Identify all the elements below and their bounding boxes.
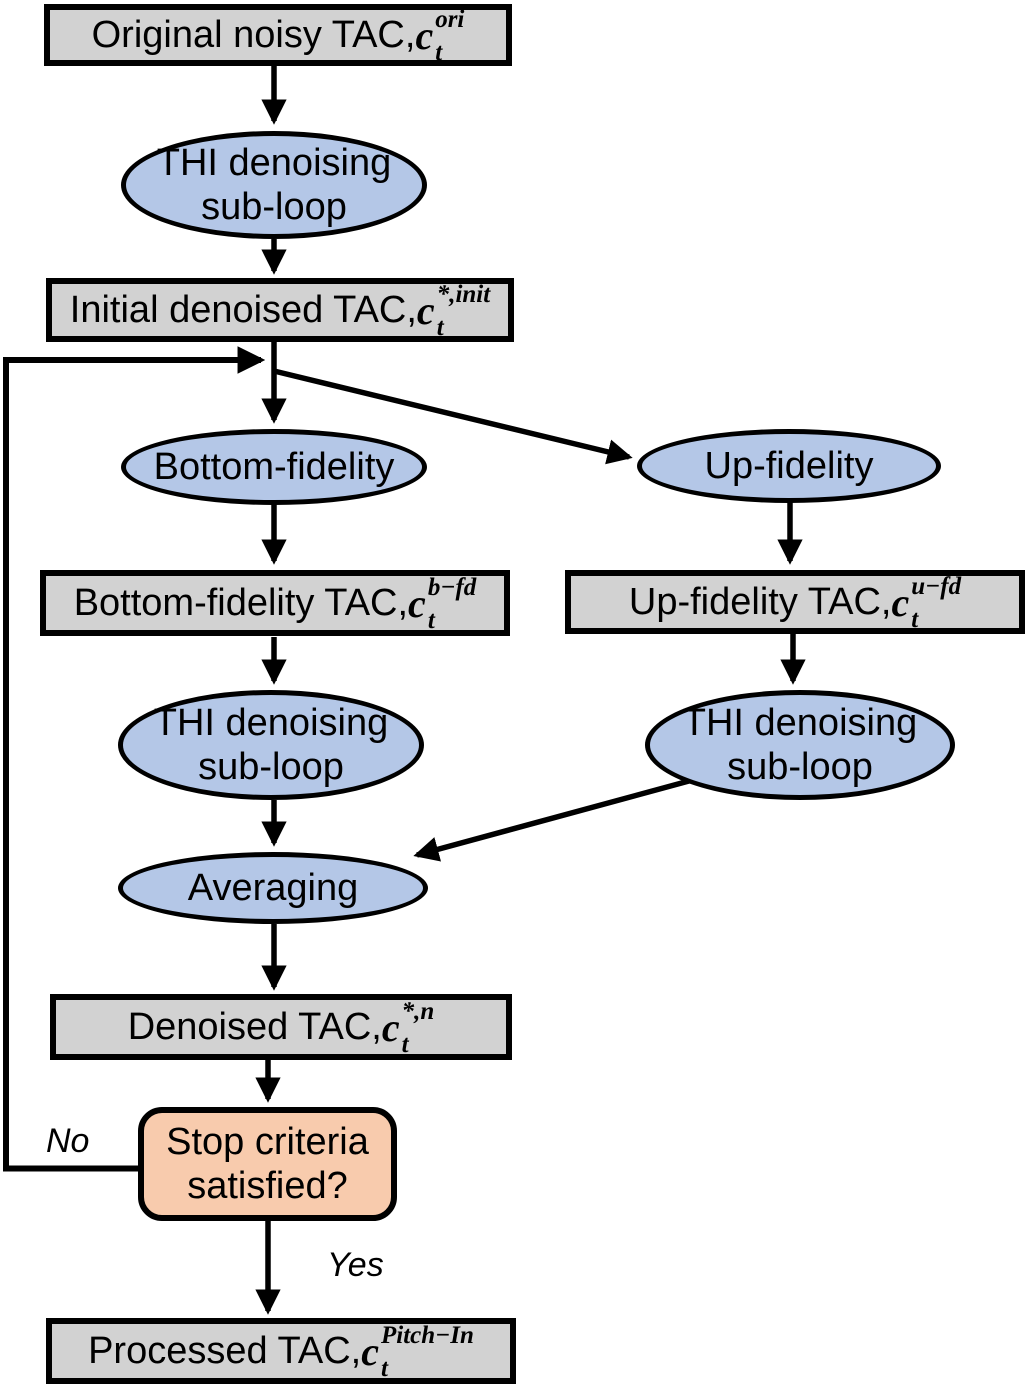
ellipse-label-line1: THI denoising xyxy=(153,701,389,744)
node-processed-label: Processed TAC, xyxy=(88,1329,362,1372)
node-averaging: Averaging xyxy=(118,852,428,924)
math-base: c xyxy=(408,581,426,626)
ellipse-label-line2: sub-loop xyxy=(727,746,873,788)
node-up-fidelity: Up-fidelity xyxy=(637,429,941,503)
math-symbol-n: c*,n t xyxy=(381,997,435,1058)
decision-label-line2: satisfied? xyxy=(187,1165,348,1207)
math-symbol-init: c*,init t xyxy=(416,280,491,341)
math-superscript: *,n xyxy=(401,997,435,1025)
node-bottom-fidelity: Bottom-fidelity xyxy=(121,429,427,505)
math-base: c xyxy=(416,288,435,333)
decision-label-line1: Stop criteria xyxy=(166,1120,369,1163)
math-base: c xyxy=(381,1005,400,1050)
node-up-fidelity-tac-label: Up-fidelity TAC, xyxy=(628,580,892,623)
node-initial-denoised-tac: Initial denoised TAC,c*,init t xyxy=(46,278,514,342)
math-base: c xyxy=(891,580,910,625)
node-thi-denoising-subloop-1: THI denoising sub-loop xyxy=(121,131,427,239)
math-superscript: *,init xyxy=(436,280,491,308)
node-thi-denoising-subloop-left: THI denoising sub-loop xyxy=(118,690,424,800)
ellipse-label: Averaging xyxy=(187,866,359,909)
ellipse-label-line1: THI denoising xyxy=(682,701,918,744)
ellipse-label-line2: sub-loop xyxy=(198,746,344,788)
node-stop-criteria-decision: Stop criteria satisfied? xyxy=(138,1107,397,1221)
ellipse-label: Bottom-fidelity xyxy=(153,445,395,488)
math-base: c xyxy=(361,1329,379,1374)
node-denoised-tac: Denoised TAC,c*,n t xyxy=(50,994,512,1060)
math-subscript: t xyxy=(436,313,444,341)
edge-thi-right-to-averaging xyxy=(413,775,701,862)
ellipse-label-line1: THI denoising xyxy=(156,141,392,184)
node-denoised-label: Denoised TAC, xyxy=(127,1005,382,1048)
math-subscript: t xyxy=(401,1030,409,1058)
math-superscript: ori xyxy=(435,5,465,33)
ellipse-label-line2: sub-loop xyxy=(201,186,347,228)
node-initial-label: Initial denoised TAC, xyxy=(69,288,417,331)
ellipse-label: Up-fidelity xyxy=(704,444,874,487)
math-base: c xyxy=(415,13,434,58)
math-superscript: u−fd xyxy=(911,572,962,600)
node-thi-denoising-subloop-right: THI denoising sub-loop xyxy=(645,690,955,800)
math-subscript: t xyxy=(911,605,919,633)
math-subscript: t xyxy=(380,1354,388,1382)
math-superscript: b−fd xyxy=(427,573,477,601)
edge-label-no: No xyxy=(46,1122,90,1160)
math-subscript: t xyxy=(427,606,435,634)
node-bottom-fidelity-tac-label: Bottom-fidelity TAC, xyxy=(73,581,409,624)
node-original-label: Original noisy TAC, xyxy=(91,13,416,56)
math-subscript: t xyxy=(435,38,443,66)
edge-label-yes: Yes xyxy=(327,1246,384,1284)
math-superscript: Pitch−In xyxy=(380,1321,474,1349)
